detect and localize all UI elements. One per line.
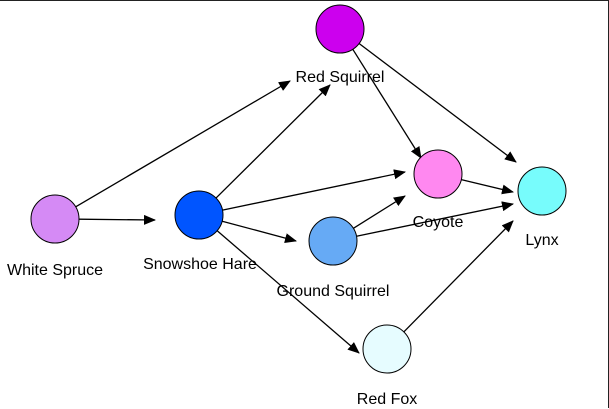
node-label-white-spruce: White Spruce xyxy=(7,262,103,279)
edge-ground-squirrel-to-coyote xyxy=(353,195,406,229)
edge-snowshoe-hare-to-ground-squirrel xyxy=(222,220,297,243)
node-label-lynx: Lynx xyxy=(525,232,558,249)
node-circle-coyote xyxy=(413,149,463,199)
edge-red-squirrel-to-coyote xyxy=(352,48,422,159)
node-white-spruce: White Spruce xyxy=(7,194,103,279)
node-circle-white-spruce xyxy=(30,194,80,244)
edge-snowshoe-hare-to-red-squirrel xyxy=(215,84,331,199)
edge-snowshoe-hare-to-red-fox xyxy=(216,230,360,354)
node-circle-snowshoe-hare xyxy=(174,190,224,240)
node-label-red-squirrel: Red Squirrel xyxy=(296,69,385,86)
edge-coyote-to-lynx xyxy=(461,178,514,195)
edge-red-squirrel-to-lynx xyxy=(358,42,517,163)
edge-white-spruce-to-snowshoe-hare xyxy=(78,214,156,225)
node-label-red-fox: Red Fox xyxy=(357,391,417,408)
node-circle-ground-squirrel xyxy=(308,216,358,266)
node-red-fox: Red Fox xyxy=(357,324,417,408)
node-circle-red-fox xyxy=(362,324,412,374)
node-circle-red-squirrel xyxy=(315,4,365,54)
node-label-ground-squirrel: Ground Squirrel xyxy=(277,283,390,300)
node-lynx: Lynx xyxy=(517,166,567,249)
edges-layer xyxy=(75,42,517,354)
node-red-squirrel: Red Squirrel xyxy=(296,4,385,86)
edge-red-fox-to-lynx xyxy=(403,220,514,333)
node-coyote: Coyote xyxy=(413,149,464,231)
edge-ground-squirrel-to-lynx xyxy=(356,201,514,237)
node-circle-lynx xyxy=(517,166,567,216)
node-ground-squirrel: Ground Squirrel xyxy=(277,216,390,300)
node-label-snowshoe-hare: Snowshoe Hare xyxy=(143,256,257,273)
node-snowshoe-hare: Snowshoe Hare xyxy=(143,190,257,273)
edge-snowshoe-hare-to-coyote xyxy=(222,169,406,211)
edge-white-spruce-to-red-squirrel xyxy=(75,80,291,208)
node-label-coyote: Coyote xyxy=(413,214,464,231)
